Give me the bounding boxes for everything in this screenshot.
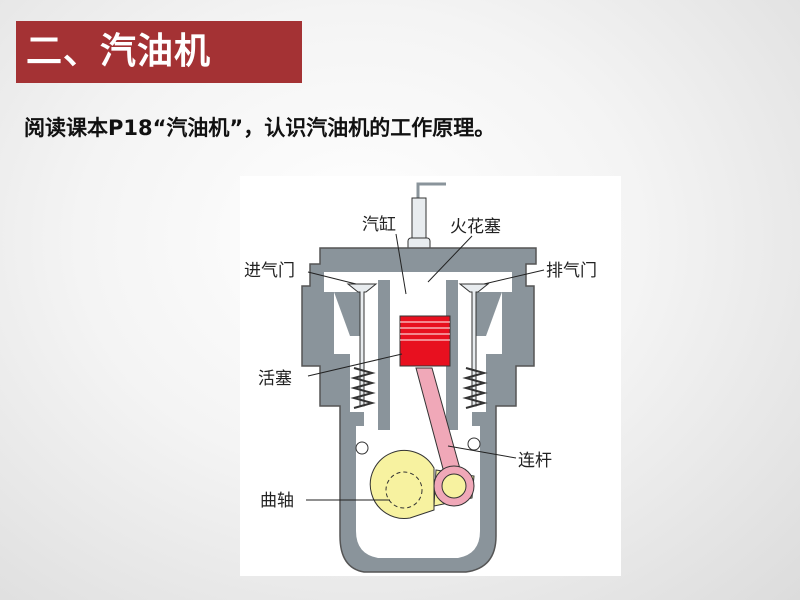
label-exhaust-valve: 排气门 xyxy=(546,261,597,281)
exhaust-spring xyxy=(462,367,488,409)
piston xyxy=(399,315,451,367)
spark-plug xyxy=(411,197,427,241)
crank-journal xyxy=(385,471,423,509)
cylinder-wall-left xyxy=(378,280,390,430)
exhaust-port xyxy=(472,292,502,336)
intro-text: 阅读课本P18“汽油机”，认识汽油机的工作原理。 xyxy=(24,116,496,140)
label-crankshaft: 曲轴 xyxy=(260,491,294,511)
leader-exhaust-valve xyxy=(483,269,545,285)
leader-piston xyxy=(307,353,403,377)
intake-port xyxy=(334,292,364,336)
engine-svg: 汽缸 火花塞 进气门 排气门 活塞 连杆 曲轴 xyxy=(244,182,597,573)
leader-connecting-rod xyxy=(447,445,517,459)
slide-title: 二、汽油机 xyxy=(16,21,302,83)
engine-diagram: 汽缸 火花塞 进气门 排气门 活塞 连杆 曲轴 xyxy=(240,176,621,576)
label-cylinder: 汽缸 xyxy=(362,214,396,235)
label-spark-plug: 火花塞 xyxy=(450,217,501,237)
label-connecting-rod: 连杆 xyxy=(518,451,552,471)
spark-plug-wire xyxy=(416,182,446,198)
crankshaft xyxy=(369,450,435,519)
intake-spring xyxy=(350,367,376,409)
crank-pin xyxy=(441,473,467,499)
label-intake-valve: 进气门 xyxy=(244,261,295,281)
exhaust-valve-tip xyxy=(467,437,481,451)
leader-cylinder xyxy=(395,233,407,295)
leader-intake-valve xyxy=(307,271,357,285)
leader-spark-plug xyxy=(427,235,473,283)
label-piston: 活塞 xyxy=(258,369,292,389)
intake-valve-tip xyxy=(355,441,369,455)
